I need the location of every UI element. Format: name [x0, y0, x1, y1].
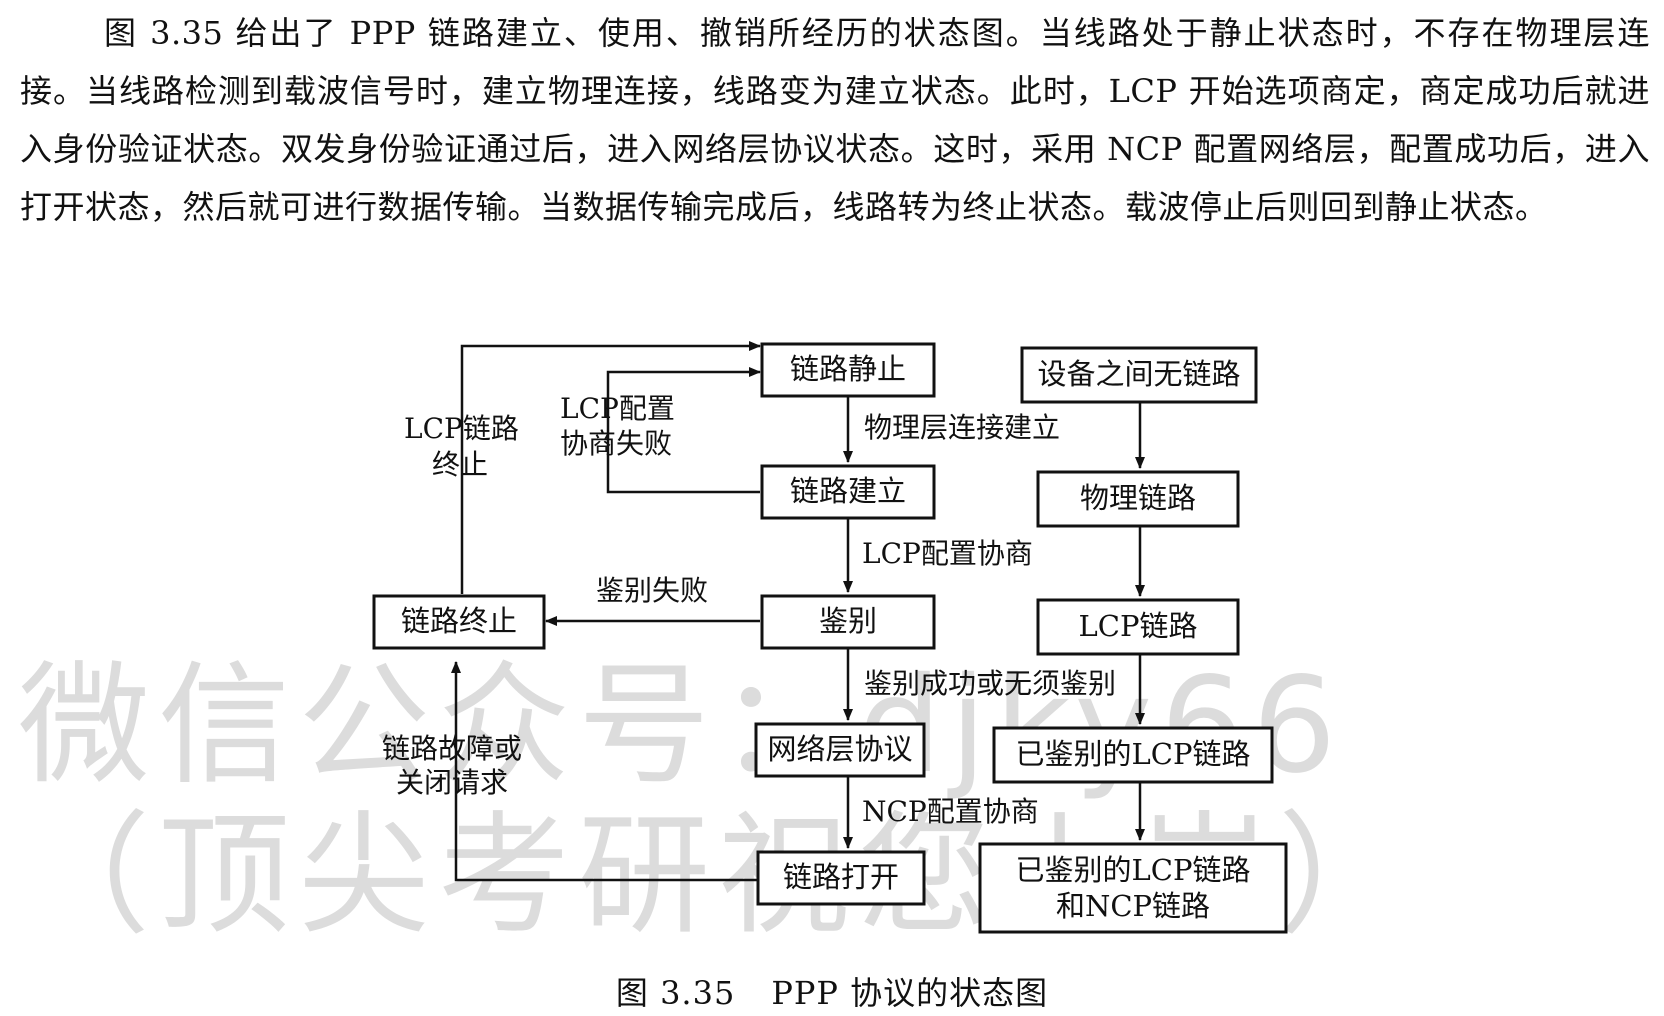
side-box-physical	[1036, 470, 1240, 528]
state-network: 网络层协议	[767, 732, 912, 766]
side-box-no-link	[1020, 346, 1258, 404]
label-fault-2: 关闭请求	[396, 766, 508, 799]
state-link-dead: 链路静止	[790, 352, 906, 386]
state-box-link-open	[756, 850, 926, 906]
side-lcp: LCP链路	[1079, 609, 1198, 643]
label-lcp-term-1: LCP链路	[404, 412, 519, 445]
label-ncp-negotiate: NCP配置协商	[862, 795, 1039, 828]
label-lcp-negotiate: LCP配置协商	[862, 537, 1033, 570]
side-auth-lcp: 已鉴别的LCP链路	[1016, 737, 1251, 771]
label-fault-1: 链路故障或	[382, 732, 522, 765]
state-box-link-dead	[760, 342, 936, 398]
side-box-lcp	[1036, 598, 1240, 656]
caption-number: 图 3.35	[615, 974, 736, 1012]
side-auth-lcp-ncp-2: 和NCP链路	[1056, 889, 1210, 923]
intro-paragraph: 图 3.35 给出了 PPP 链路建立、使用、撤销所经历的状态图。当线路处于静止…	[20, 14, 1650, 226]
side-physical: 物理链路	[1080, 481, 1196, 515]
arrow-terminate-to-dead	[460, 341, 761, 594]
label-physical-up: 物理层连接建立	[864, 411, 1060, 444]
side-box-auth-lcp	[992, 726, 1274, 784]
figure-caption: 图 3.35 PPP 协议的状态图	[0, 968, 1664, 1014]
label-lcp-fail-2: 协商失败	[560, 427, 672, 460]
side-no-link: 设备之间无链路	[1037, 357, 1240, 391]
state-link-establish: 链路建立	[790, 474, 906, 508]
caption-title: PPP 协议的状态图	[771, 974, 1049, 1012]
arrow-establish-to-dead	[606, 367, 761, 494]
state-authenticate: 鉴别	[819, 604, 877, 638]
state-box-link-establish	[760, 464, 936, 520]
state-link-open: 链路打开	[783, 860, 899, 894]
side-auth-lcp-ncp-1: 已鉴别的LCP链路	[1016, 853, 1251, 887]
label-lcp-term-2: 终止	[432, 448, 488, 481]
state-box-link-terminate	[372, 594, 546, 650]
arrow-open-to-terminate	[451, 661, 760, 882]
state-box-network	[754, 722, 926, 778]
label-auth-success: 鉴别成功或无须鉴别	[864, 667, 1116, 700]
label-lcp-fail-1: LCP配置	[560, 392, 675, 425]
label-auth-fail: 鉴别失败	[596, 574, 708, 607]
state-box-authenticate	[760, 594, 936, 650]
side-box-auth-lcp-ncp	[978, 842, 1288, 934]
state-link-terminate: 链路终止	[401, 604, 517, 638]
